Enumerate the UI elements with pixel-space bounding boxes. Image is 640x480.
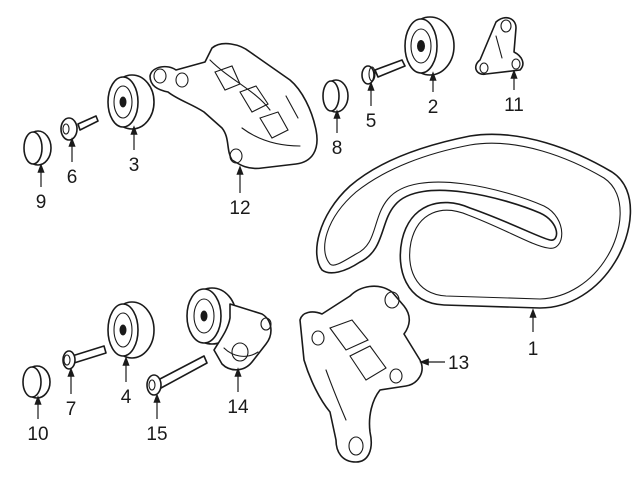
serpentine-belt[interactable] — [315, 133, 632, 309]
idler-pulley-left[interactable] — [107, 74, 155, 130]
callout-7: 7 — [66, 399, 77, 420]
callout-labels: 1 2 3 4 5 6 7 8 9 10 11 12 13 14 15 — [27, 95, 538, 445]
callout-9: 9 — [36, 192, 47, 213]
callout-6: 6 — [67, 167, 78, 188]
belt-tensioner-14[interactable] — [186, 287, 272, 371]
bolt-6[interactable] — [60, 115, 99, 141]
bolt-5[interactable] — [361, 59, 406, 85]
callout-2: 2 — [428, 97, 439, 118]
callout-15: 15 — [146, 424, 167, 445]
callout-3: 3 — [129, 155, 140, 176]
bolt-7[interactable] — [62, 345, 107, 370]
callout-12: 12 — [229, 198, 250, 219]
callout-13: 13 — [448, 353, 469, 374]
leader-arrows — [34, 69, 537, 419]
callout-4: 4 — [121, 387, 132, 408]
pulley-cap-9[interactable] — [23, 130, 52, 166]
bracket-11[interactable] — [474, 16, 524, 76]
callout-11: 11 — [504, 95, 524, 116]
callout-5: 5 — [366, 111, 377, 132]
callout-14: 14 — [227, 397, 249, 418]
pulley-cap-10[interactable] — [22, 365, 51, 399]
callout-1: 1 — [528, 339, 539, 360]
bolt-15[interactable] — [146, 355, 208, 396]
callout-8: 8 — [332, 138, 343, 159]
idler-pulley-lower[interactable] — [107, 301, 155, 359]
pulley-cap-8[interactable] — [322, 79, 349, 113]
callout-10: 10 — [27, 424, 48, 445]
tensioner-bracket-13[interactable] — [299, 285, 423, 463]
mounting-bracket-12[interactable] — [149, 42, 318, 170]
idler-pulley-upper[interactable] — [404, 16, 455, 76]
